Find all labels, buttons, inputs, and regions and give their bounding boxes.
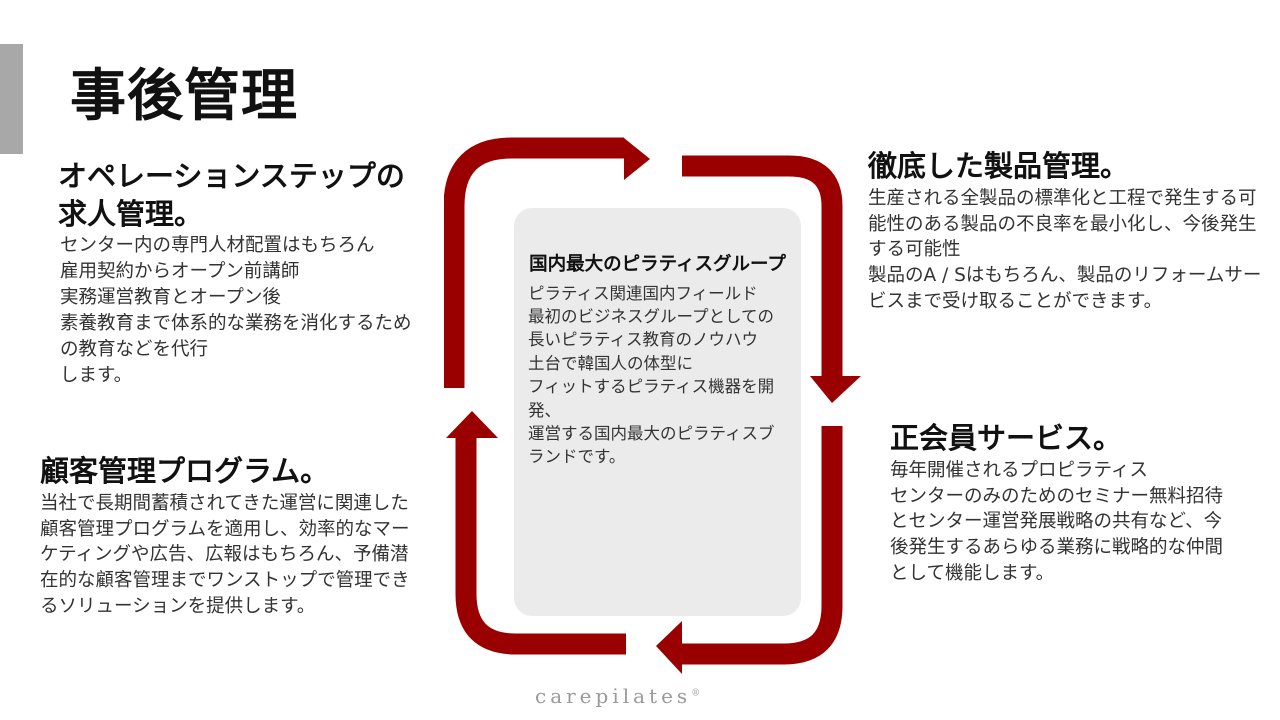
center-body: ピラティス関連国内フィールド 最初のビジネスグループとしての長いピラティス教育の… — [528, 283, 775, 467]
member-service-block: 正会員サービス。 毎年開催されるプロピラティス センターのみのためのセミナー無料… — [890, 420, 1240, 587]
registered-mark: ® — [691, 688, 701, 699]
product-management-body: 生産される全製品の標準化と工程で発生する可能性のある製品の不良率を最小化し、今後… — [868, 187, 1262, 313]
product-management-heading: 徹底した製品管理。 — [868, 149, 1130, 183]
arrow-bottom-right-icon — [656, 426, 843, 674]
customer-program-body: 当社で長期間蓄積されてきた運営に関連した顧客管理プログラムを適用し、効率的なマー… — [40, 492, 410, 618]
member-service-heading: 正会員サービス。 — [890, 421, 1123, 455]
brand-name: carepilates — [535, 684, 692, 708]
member-service-body: 毎年開催されるプロピラティス センターのみのためのセミナー無料招待とセンター運営… — [890, 459, 1224, 585]
page-title: 事後管理 — [70, 64, 298, 129]
customer-program-heading: 顧客管理プログラム。 — [40, 454, 330, 488]
recruitment-block: オペレーションステップの求人管理。 センター内の専門人材配置はもちろん 雇用契約… — [58, 158, 418, 389]
arrow-top-right-icon — [682, 155, 861, 403]
recruitment-body: センター内の専門人材配置はもちろん 雇用契約からオープン前講師 実務運営教育とオ… — [60, 235, 412, 386]
product-management-block: 徹底した製品管理。 生産される全製品の標準化と工程で発生する可能性のある製品の不… — [868, 148, 1273, 315]
center-heading: 国内最大のピラティスグループ — [529, 254, 786, 275]
center-info-box: 国内最大のピラティスグループ ピラティス関連国内フィールド 最初のビジネスグルー… — [514, 208, 801, 616]
side-tab — [0, 44, 23, 154]
recruitment-heading: オペレーションステップの求人管理。 — [58, 159, 405, 231]
arrow-bottom-left-icon — [446, 411, 626, 655]
brand-logo: carepilates® — [535, 684, 700, 708]
cycle-arrows-diagram — [444, 137, 861, 674]
arrow-top-left-icon — [444, 137, 650, 388]
customer-program-block: 顧客管理プログラム。 当社で長期間蓄積されてきた運営に関連した顧客管理プログラム… — [40, 453, 412, 620]
